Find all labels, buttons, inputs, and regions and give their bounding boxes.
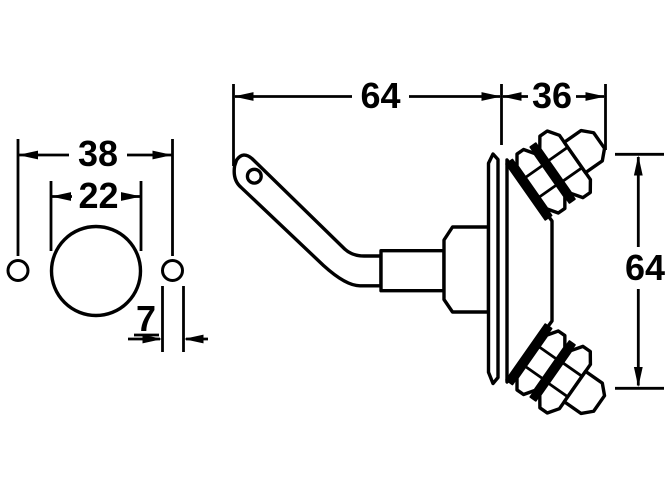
shaft-collar <box>442 225 491 314</box>
mounting-flange <box>486 152 500 386</box>
arrowhead-right-icon <box>121 192 141 201</box>
dim-small-hole: 7 <box>128 286 208 352</box>
arrowhead-right-icon <box>481 92 502 101</box>
arrowhead-left-icon <box>51 192 71 201</box>
stud-end <box>562 369 607 416</box>
hex-nut <box>538 344 593 415</box>
nut-facet-line <box>546 381 570 399</box>
lever-arm <box>232 153 383 288</box>
nut-facet-line <box>537 183 559 199</box>
mounting-hole-right <box>161 259 184 282</box>
stud-end <box>562 128 607 175</box>
terminal-stud-top <box>505 128 607 221</box>
dim-main-hole-label: 22 <box>78 175 118 216</box>
dim-hole-spacing-label: 38 <box>78 133 118 174</box>
dim-terminal-spacing: 64 <box>615 152 665 390</box>
nut-facet-line <box>561 361 584 378</box>
arrowhead-right-icon <box>585 92 606 101</box>
front-view: 38 22 7 <box>6 133 208 352</box>
dim-hole-spacing: 38 <box>16 133 174 256</box>
terminal-stud-bottom <box>505 323 607 416</box>
arrowhead-right-icon <box>142 334 163 344</box>
dim-lever-reach: 64 <box>232 75 503 166</box>
nut-facet-line <box>561 166 584 183</box>
arrowhead-up-icon <box>633 155 643 176</box>
nut-facet-line <box>523 364 545 381</box>
nut-facet-line <box>546 145 570 163</box>
dim-lever-reach-label: 64 <box>360 75 400 116</box>
dim-body-depth: 36 <box>501 75 607 150</box>
arrowhead-left-icon <box>183 334 204 344</box>
nut-facet-line <box>523 163 545 180</box>
arrowhead-right-icon <box>152 150 173 160</box>
nut-facet-line <box>537 345 559 361</box>
hex-nut <box>538 129 593 200</box>
arrowhead-left-icon <box>18 150 38 160</box>
switch-shaft <box>379 248 446 293</box>
dim-main-hole: 22 <box>49 175 143 251</box>
arrowhead-down-icon <box>633 367 643 387</box>
side-view: 64 36 <box>232 75 665 416</box>
dim-small-hole-label: 7 <box>136 298 156 339</box>
lever-hole <box>245 167 263 185</box>
main-hole-circle <box>49 224 143 318</box>
dim-body-depth-label: 36 <box>532 75 572 116</box>
arrowhead-left-icon <box>233 92 254 101</box>
mounting-hole-left <box>6 259 30 282</box>
arrowhead-left-icon <box>501 92 522 101</box>
dim-terminal-spacing-label: 64 <box>625 247 665 288</box>
